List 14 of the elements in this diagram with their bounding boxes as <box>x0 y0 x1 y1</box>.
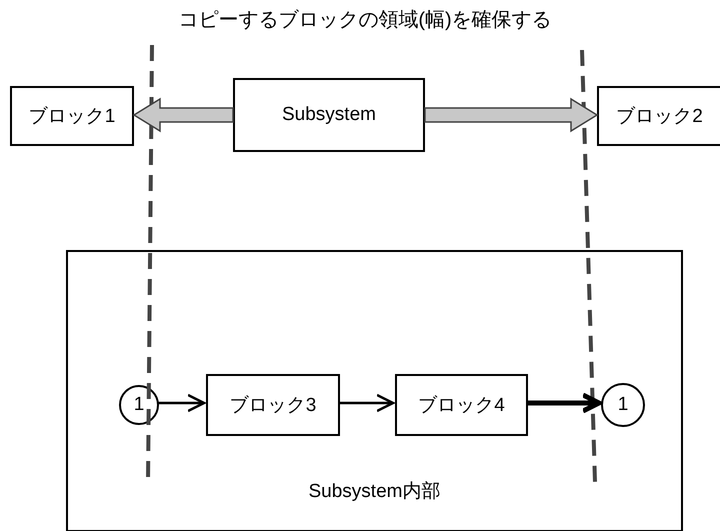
block-arrow <box>424 98 598 132</box>
arrow <box>526 392 602 414</box>
arrow <box>338 394 394 412</box>
block-box: Subsystem <box>233 78 425 152</box>
block-box: ブロック4 <box>395 374 528 436</box>
port-circle: 1 <box>601 383 645 427</box>
port-circle: 1 <box>119 385 159 425</box>
block-box: ブロック1 <box>10 86 134 146</box>
block-box: ブロック3 <box>206 374 340 436</box>
block-arrow <box>132 98 234 132</box>
block-box: ブロック2 <box>597 86 720 146</box>
arrow <box>157 394 206 412</box>
subsystem-frame: Subsystem内部 1 ブロック3 ブロック4 1 <box>66 250 683 531</box>
title: コピーするブロックの領域(幅)を確保する <box>177 8 553 33</box>
